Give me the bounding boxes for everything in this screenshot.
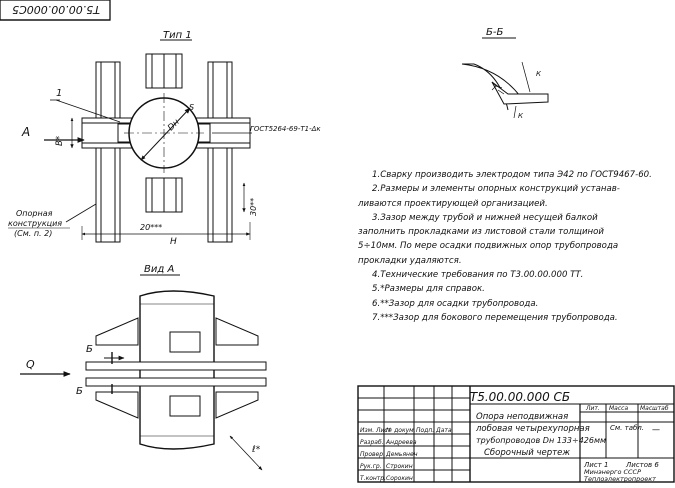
technical-notes: 1.Сварку производить электродом типа Э42…: [358, 168, 670, 325]
b-marker-upper: Б: [86, 344, 93, 355]
sheets-label: Листов 6: [625, 461, 659, 469]
rotated-stamp: T5.00.00.000C5: [0, 0, 111, 21]
dim-s-label: S: [189, 103, 194, 112]
support-label-3: (См. п. 2): [14, 229, 52, 238]
section-title: Б-Б: [486, 27, 503, 38]
scale-header: Масштаб: [640, 405, 669, 412]
gost-weld-label: ГОСТ5264-69-Т1-Δк: [250, 125, 321, 133]
mass-value: См. табл.: [610, 424, 644, 432]
row-0-date: Дата: [435, 427, 452, 434]
section-bb: Б-Б К К: [461, 27, 549, 120]
row-2-name: Демьянен: [385, 451, 418, 458]
sheet-label: Лист 1: [583, 461, 608, 469]
title-line-2: лобовая четырехупорная: [475, 424, 590, 434]
row-3-name: Строкин: [386, 463, 413, 470]
note-3-cont-1: заполнить прокладками из листовой стали …: [358, 227, 604, 238]
arrow-q-label: Q: [26, 358, 35, 371]
dim-l-label: ℓ*: [251, 445, 261, 455]
stamp-code: T5.00.00.000C5: [12, 3, 100, 16]
dim-30-label: 30**: [249, 198, 258, 216]
weld-k-top: К: [536, 70, 542, 78]
dim-b-label: В*: [55, 136, 65, 146]
title-block: Т5.00.00.000 СБ Опора неподвижная лобова…: [357, 385, 675, 483]
row-0-name: № докум.: [385, 427, 416, 434]
mass-header: Масса: [609, 405, 628, 412]
title-block-code: Т5.00.00.000 СБ: [470, 390, 570, 404]
view-a: Вид А Q Б Б ℓ*: [20, 264, 267, 471]
row-3-role: Рук.гр.: [360, 463, 382, 470]
b-marker-lower: Б: [76, 386, 83, 397]
view-title-type: Тип 1: [163, 30, 192, 41]
support-label-2: конструкция: [8, 219, 62, 228]
note-3-cont-3: прокладки удаляются.: [358, 255, 462, 266]
doc-type: Сборочный чертеж: [484, 448, 570, 458]
view-a-title: Вид А: [144, 264, 174, 275]
row-1-name: Андреева: [385, 439, 417, 446]
row-0-role: Изм. Лист: [360, 427, 392, 434]
note-4: 4.Технические требования по Т3.00.00.000…: [372, 270, 584, 281]
title-line-3: трубопроводов Dн 133÷426мм: [476, 436, 606, 445]
dim-20-label: 20***: [140, 223, 162, 232]
row-0-sign: Подп.: [416, 427, 434, 434]
weld-k-bottom: К: [518, 112, 524, 120]
note-1: 1.Сварку производить электродом типа Э42…: [372, 170, 652, 180]
note-3: 3.Зазор между трубой и нижней несущей ба…: [372, 212, 598, 223]
note-2: 2.Размеры и элементы опорных конструкций…: [372, 184, 620, 195]
row-4-role: Т.контр.: [360, 475, 386, 482]
row-1-role: Разраб.: [360, 439, 384, 446]
support-label-1: Опорная: [16, 209, 53, 218]
arrow-a-label: А: [21, 125, 30, 139]
title-line-1: Опора неподвижная: [476, 412, 568, 422]
note-5: 5.*Размеры для справок.: [372, 284, 485, 295]
lit-header: Лит.: [585, 405, 600, 412]
org-line-2: Теплоэлектропроект: [584, 475, 656, 483]
dim-h-label: H: [170, 237, 177, 247]
row-4-name: Сорокин: [386, 475, 413, 482]
note-6: 6.**Зазор для осадки трубопровода.: [372, 298, 539, 309]
callout-1-label: 1: [56, 88, 62, 99]
note-7: 7.***Зазор для бокового перемещения труб…: [372, 312, 618, 323]
scale-value: —: [652, 425, 660, 434]
top-view: Тип 1 Dн S 1 А: [8, 30, 321, 247]
row-2-role: Провер.: [360, 451, 385, 458]
note-3-cont-2: 5÷10мм. По мере осадки подвижных опор тр…: [358, 241, 619, 252]
note-2-cont: ливаются проектирующей организацией.: [358, 198, 548, 209]
org-line-1: Минэнерго СССР: [584, 468, 641, 476]
